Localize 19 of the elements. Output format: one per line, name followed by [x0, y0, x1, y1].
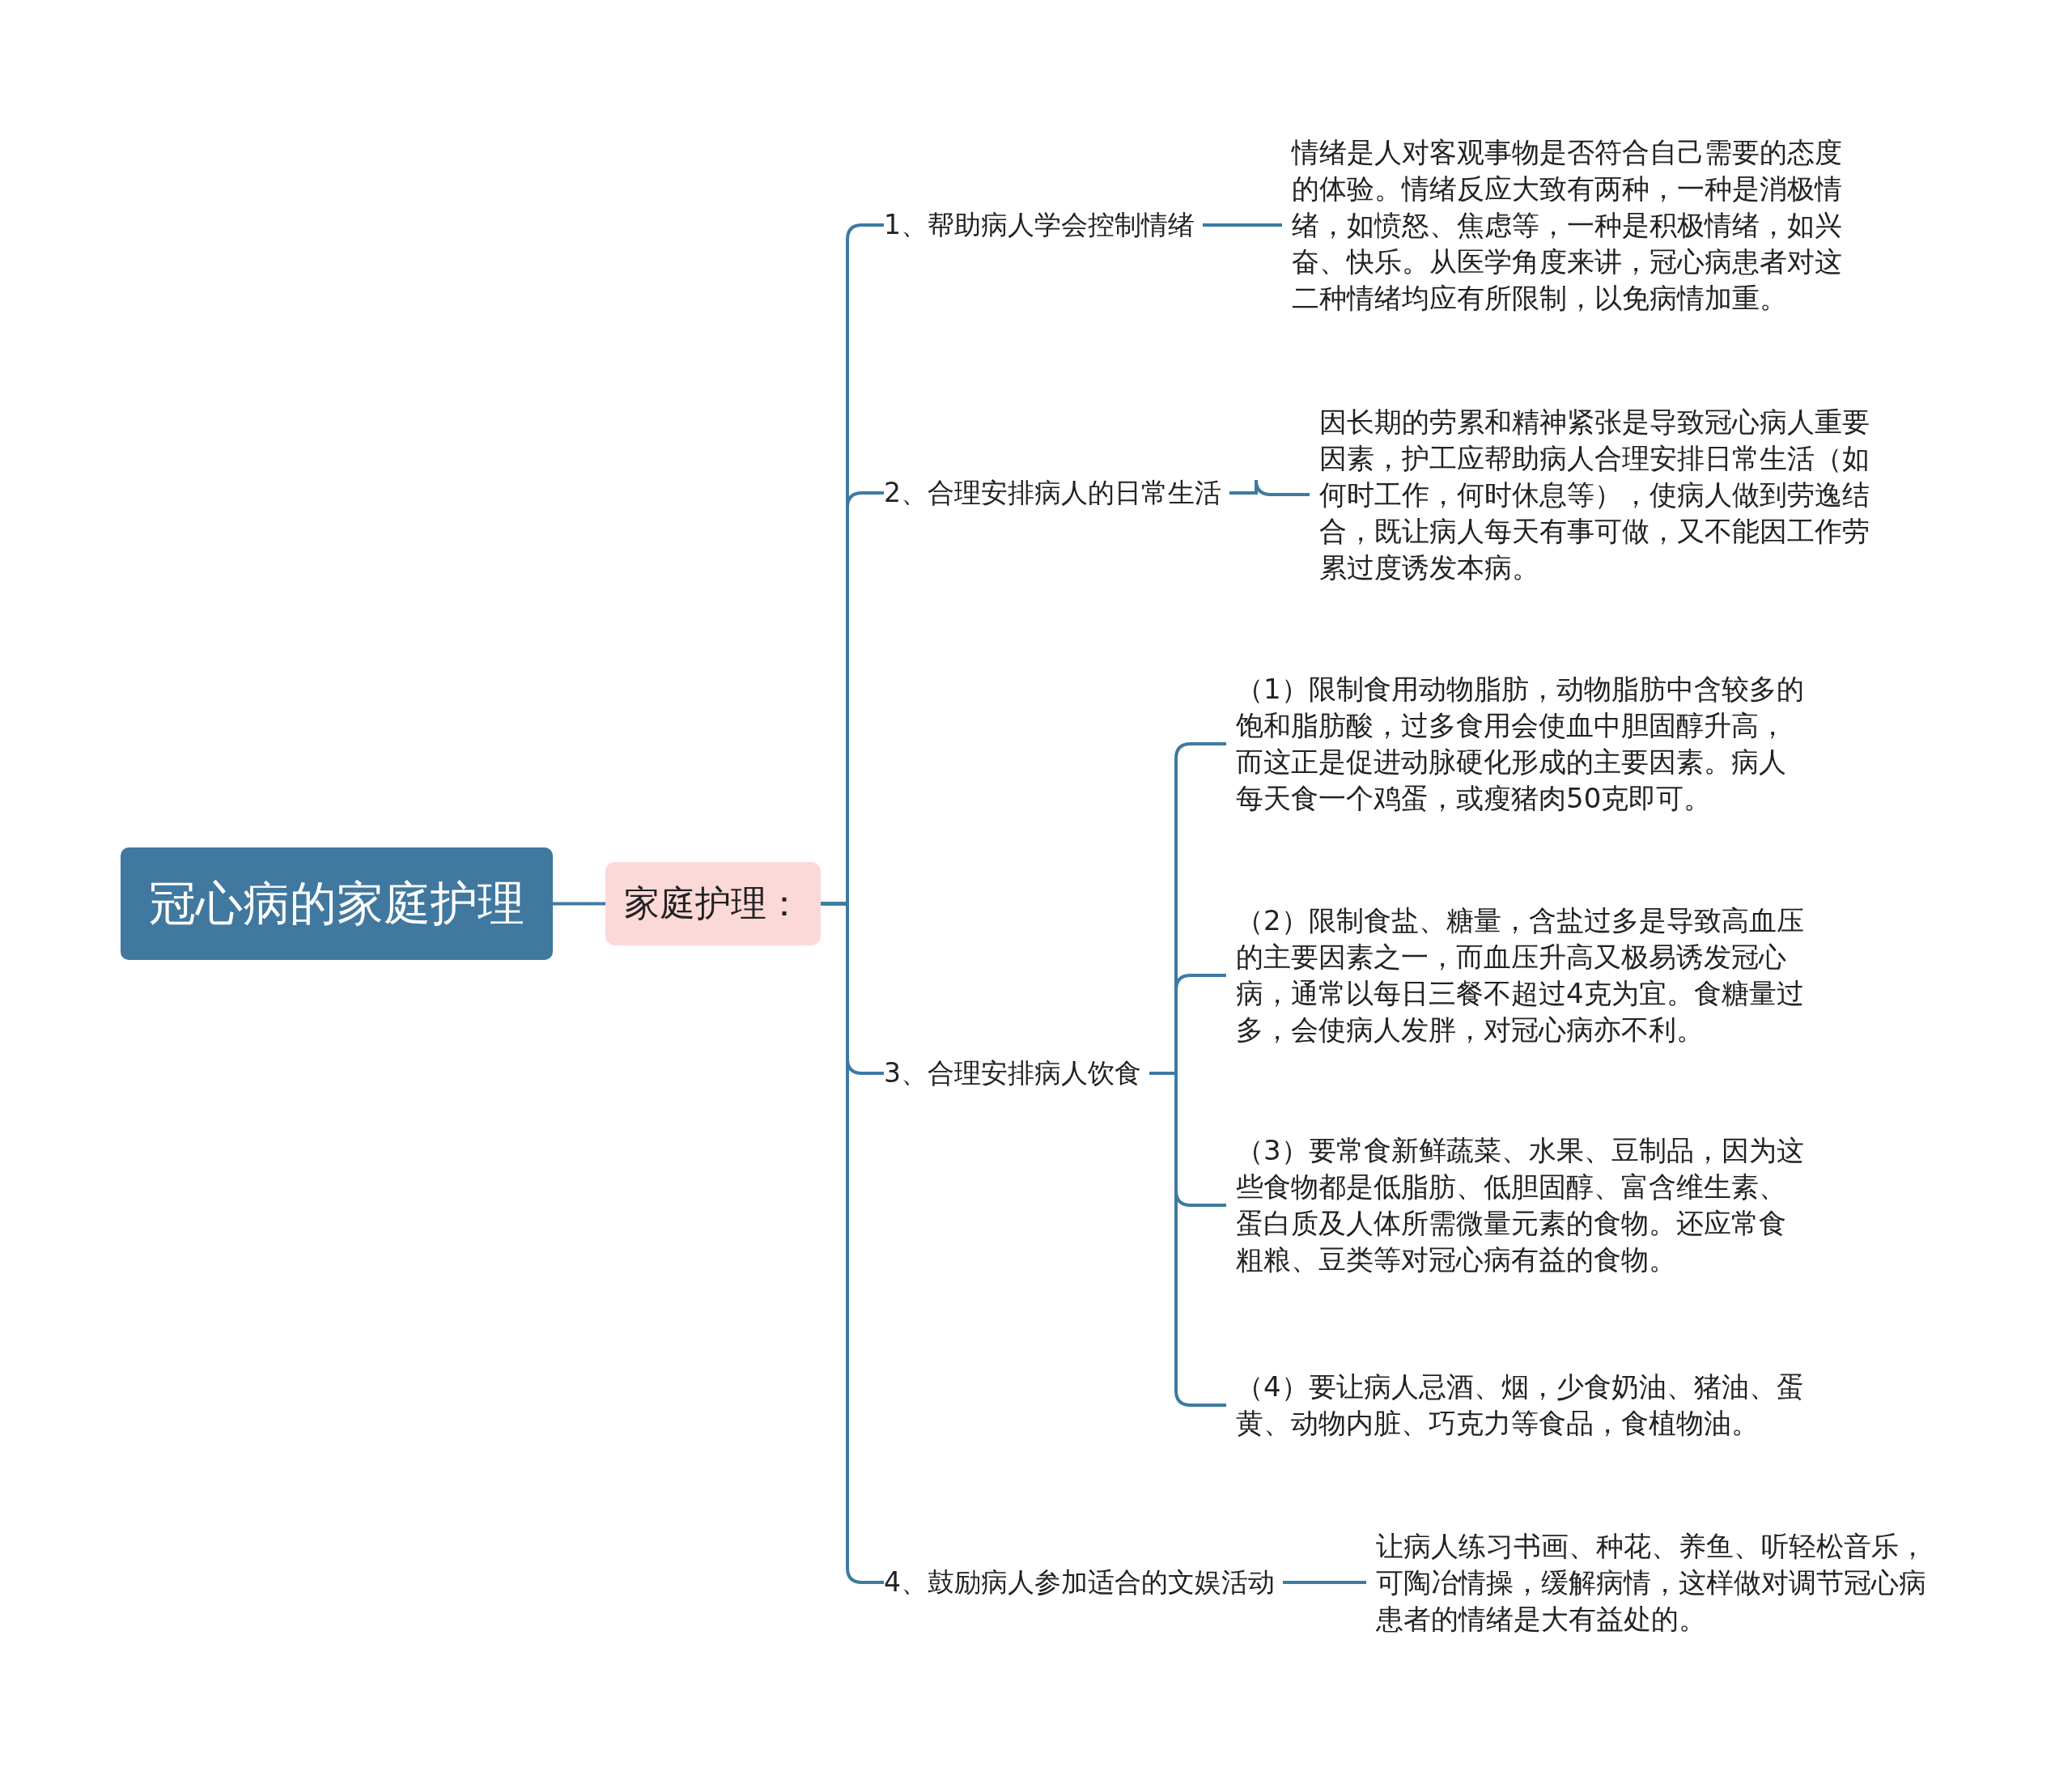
- detail-text: （2）限制食盐、糖量，含盐过多是导致高血压的主要因素之一，而血压升高又极易诱发冠心病，通常以每日三餐不超过4克为宜。食糖量过多，会使病人发胖，对冠心病亦不利。: [1236, 903, 1805, 1047]
- connector-line: [1283, 1581, 1366, 1584]
- branch-label: 4、鼓励病人参加适合的文娱活动: [884, 1565, 1275, 1599]
- topic-box: 家庭护理：: [605, 862, 821, 945]
- branch-label: 3、合理安排病人饮食: [884, 1055, 1141, 1090]
- connector-line: [1149, 1072, 1226, 1407]
- detail-text: （4）要让病人忌酒、烟，少食奶油、猪油、蛋黄、动物内脏、巧克力等食品，食植物油。: [1236, 1370, 1805, 1441]
- connector-line: [1229, 478, 1310, 496]
- branch-label: 1、帮助病人学会控制情绪: [884, 207, 1195, 242]
- detail-text: 让病人练习书画、种花、养鱼、听轻松音乐，可陶冶情操，缓解病情，这样做对调节冠心病患者的情绪是大有益处的。: [1376, 1528, 1927, 1637]
- branch-label: 2、合理安排病人的日常生活: [884, 475, 1221, 510]
- detail-text: （3）要常食新鲜蔬菜、水果、豆制品，因为这些食物都是低脂肪、低胆固醇、富含维生素、蛋白质及人体所需微量元素的食物。还应常食粗粮、豆类等对冠心病有益的食物。: [1236, 1133, 1805, 1277]
- detail-text: 因长期的劳累和精神紧张是导致冠心病人重要因素，护工应帮助病人合理安排日常生活（如何时工作，何时休息等），使病人做到劳逸结合，既让病人每天有事可做，又不能因工作劳累过度诱发本病。: [1319, 404, 1870, 585]
- connector-line: [821, 902, 884, 1584]
- connector-line: [1203, 223, 1282, 227]
- central-topic-box: 冠心病的家庭护理: [121, 847, 553, 960]
- detail-text: （1）限制食用动物脂肪，动物脂肪中含较多的饱和脂肪酸，过多食用会使血中胆固醇升高，而这正是促进动脉硬化形成的主要因素。病人每天食一个鸡蛋，或瘦猪肉50克即可。: [1236, 672, 1805, 816]
- detail-text: 情绪是人对客观事物是否符合自己需要的态度的体验。情绪反应大致有两种，一种是消极情绪，如愤怒、焦虑等，一种是积极情绪，如兴奋、快乐。从医学角度来讲，冠心病患者对这二种情绪均应有所限制，以免病情加重。: [1292, 134, 1843, 316]
- connector-line: [553, 902, 605, 906]
